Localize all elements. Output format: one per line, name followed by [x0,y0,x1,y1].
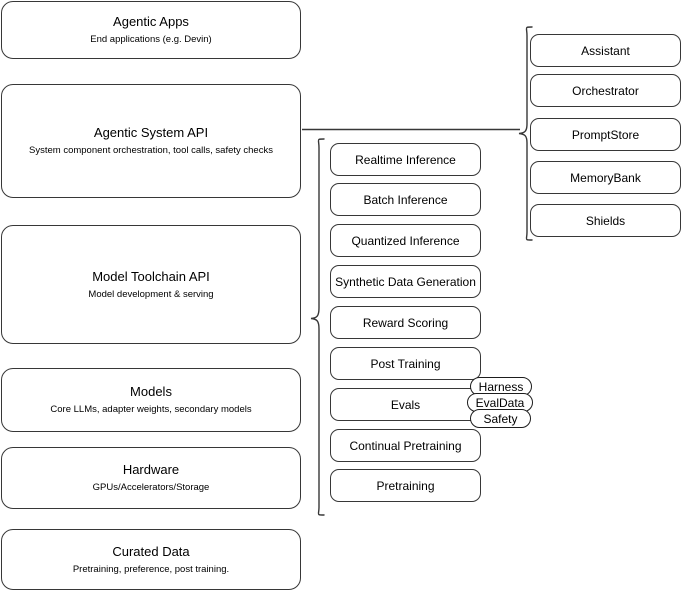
chip-memorybank[interactable]: MemoryBank [530,161,681,194]
chip-label: Realtime Inference [355,152,456,167]
chip-label: PromptStore [571,127,640,142]
chip-pretraining[interactable]: Pretraining [330,469,481,502]
chip-quantized-inference[interactable]: Quantized Inference [330,224,481,257]
chip-batch-inference[interactable]: Batch Inference [330,183,481,216]
layer-subtitle: GPUs/Accelerators/Storage [92,482,210,493]
pill-harness[interactable]: Harness [470,377,532,396]
layer-hardware[interactable]: Hardware GPUs/Accelerators/Storage [1,447,301,509]
chip-label: Reward Scoring [362,315,449,330]
chip-promptstore[interactable]: PromptStore [530,118,681,151]
chip-label: MemoryBank [570,170,641,185]
layer-model-toolchain-api[interactable]: Model Toolchain API Model development & … [1,225,301,344]
layer-subtitle: Pretraining, preference, post training. [72,563,230,575]
layer-subtitle: Model development & serving [88,288,214,300]
layer-subtitle: Core LLMs, adapter weights, secondary mo… [50,404,252,415]
chip-label: Assistant [581,43,630,58]
chip-evals[interactable]: Evals [330,388,481,421]
layer-subtitle: End applications (e.g. Devin) [90,34,212,45]
layer-title: Agentic Apps [113,14,189,29]
layer-title: Models [130,384,172,399]
layer-title: Hardware [122,462,180,477]
chip-realtime-inference[interactable]: Realtime Inference [330,143,481,176]
pill-label: Safety [483,411,518,426]
layer-agentic-system-api[interactable]: Agentic System API System component orch… [1,84,301,198]
chip-label: Quantized Inference [351,233,460,248]
chip-assistant[interactable]: Assistant [530,34,681,67]
layer-curated-data[interactable]: Curated Data Pretraining, preference, po… [1,529,301,590]
layer-models[interactable]: Models Core LLMs, adapter weights, secon… [1,368,301,432]
pill-evaldata[interactable]: EvalData [467,393,533,412]
brace-toolchain [306,136,328,520]
layer-title: Curated Data [112,543,190,559]
pill-label: Harness [478,379,524,394]
chip-label: Synthetic Data Generation [335,274,476,289]
chip-continual-pretraining[interactable]: Continual Pretraining [330,429,481,462]
pill-label: EvalData [475,395,525,410]
layer-subtitle: System component orchestration, tool cal… [29,145,273,156]
chip-post-training[interactable]: Post Training [330,347,481,380]
chip-label: Continual Pretraining [349,438,462,453]
chip-orchestrator[interactable]: Orchestrator [530,74,681,107]
layer-agentic-apps[interactable]: Agentic Apps End applications (e.g. Devi… [1,1,301,59]
chip-label: Orchestrator [572,83,639,98]
chip-label: Evals [390,397,421,412]
chip-label: Shields [585,213,626,228]
chip-reward-scoring[interactable]: Reward Scoring [330,306,481,339]
layer-title: Agentic System API [93,125,209,140]
chip-synthetic-data-generation[interactable]: Synthetic Data Generation [330,265,481,298]
chip-label: Batch Inference [363,192,448,207]
chip-label: Pretraining [376,478,435,493]
pill-safety[interactable]: Safety [470,409,531,428]
chip-shields[interactable]: Shields [530,204,681,237]
connector-agentic-system-api [300,122,525,138]
layer-title: Model Toolchain API [92,268,210,284]
chip-label: Post Training [370,356,441,371]
